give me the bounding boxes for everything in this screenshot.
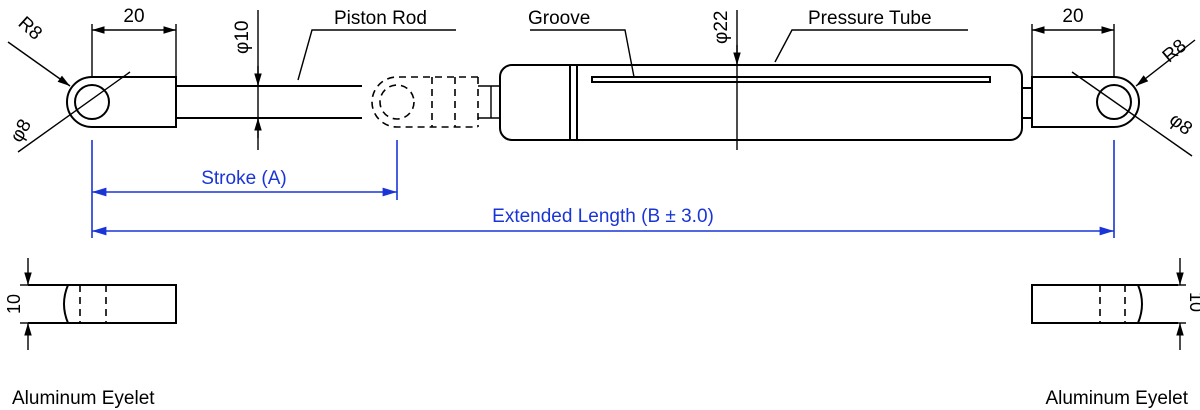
right-thickness-label: 10 bbox=[1186, 292, 1200, 312]
left-radius-label: R8 bbox=[14, 13, 46, 45]
left-eyelet: 20 R8 φ8 bbox=[6, 6, 177, 153]
extended-length-dimension: Extended Length (B ± 3.0) bbox=[92, 140, 1115, 238]
extended-length-label: Extended Length (B ± 3.0) bbox=[492, 206, 714, 227]
right-eyelet-caption: Aluminum Eyelet bbox=[1045, 388, 1188, 409]
left-eyelet-hole bbox=[74, 84, 110, 120]
right-eyelet: 20 R8 φ8 bbox=[1022, 6, 1196, 157]
right-hole-label: φ8 bbox=[1165, 109, 1196, 140]
left-thickness-label: 10 bbox=[4, 294, 24, 314]
left-eyelet-caption: Aluminum Eyelet bbox=[12, 388, 155, 409]
right-eyelet-side-view: 10 bbox=[1031, 258, 1200, 350]
groove-label: Groove bbox=[528, 8, 590, 29]
piston-rod: φ10 Piston Rod bbox=[176, 8, 456, 150]
right-radius-label: R8 bbox=[1159, 35, 1191, 67]
phantom-eyelet bbox=[371, 76, 500, 128]
pressure-tube: Groove φ22 Pressure Tube bbox=[499, 8, 1023, 150]
stroke-dimension: Stroke (A) bbox=[91, 140, 398, 238]
right-eyelet-width-label: 20 bbox=[1062, 6, 1083, 27]
pressure-tube-label: Pressure Tube bbox=[808, 8, 932, 29]
left-eyelet-width-label: 20 bbox=[123, 6, 144, 27]
tube-diameter-label: φ22 bbox=[711, 11, 732, 44]
stroke-label: Stroke (A) bbox=[201, 168, 287, 189]
rod-diameter-label: φ10 bbox=[232, 21, 253, 54]
piston-rod-label: Piston Rod bbox=[334, 8, 427, 29]
groove bbox=[591, 76, 991, 83]
left-eyelet-side-view: 10 bbox=[4, 258, 177, 350]
right-eyelet-hole bbox=[1096, 84, 1132, 120]
